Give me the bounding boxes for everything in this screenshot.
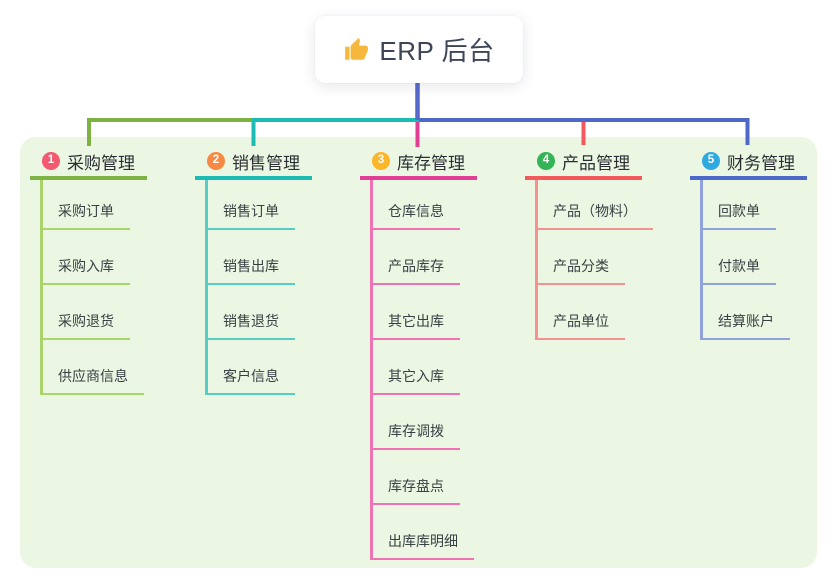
child-node-label: 采购入库 xyxy=(40,256,130,285)
child-node-label: 采购退货 xyxy=(40,311,130,340)
child-node-label: 库存盘点 xyxy=(370,476,460,505)
branch-title: 库存管理 xyxy=(397,153,465,173)
branch-number-badge: 4 xyxy=(537,152,555,170)
branch-purchase: 1 采购管理 采购订单 采购入库 采购退货 供应商信息 xyxy=(30,137,147,395)
child-node: 客户信息 xyxy=(195,340,312,395)
branch-child-rail xyxy=(370,180,373,560)
branch-number-badge: 2 xyxy=(207,152,225,170)
child-node: 库存盘点 xyxy=(360,450,477,505)
child-node: 产品单位 xyxy=(525,285,642,340)
branch-child-rail xyxy=(40,180,43,395)
branch-inventory: 3 库存管理 仓库信息 产品库存 其它出库 其它入库 库存调拨 库存盘点 出库库… xyxy=(360,137,477,560)
child-node-label: 产品（物料） xyxy=(535,201,653,230)
branch-number-badge: 3 xyxy=(372,152,390,170)
child-node-label: 产品库存 xyxy=(370,256,460,285)
child-node-label: 客户信息 xyxy=(205,366,295,395)
child-node-label: 采购订单 xyxy=(40,201,130,230)
child-node-label: 付款单 xyxy=(700,256,776,285)
child-node: 产品库存 xyxy=(360,230,477,285)
branch-child-rail xyxy=(700,180,703,340)
child-node-label: 结算账户 xyxy=(700,311,790,340)
child-node: 结算账户 xyxy=(690,285,807,340)
child-node: 产品（物料） xyxy=(525,180,653,230)
child-node-label: 产品单位 xyxy=(535,311,625,340)
branch-title: 采购管理 xyxy=(67,153,135,173)
child-node-label: 库存调拨 xyxy=(370,421,460,450)
child-node: 采购订单 xyxy=(30,180,147,230)
thumbs-up-icon xyxy=(345,37,369,60)
child-node: 销售订单 xyxy=(195,180,312,230)
child-node-label: 供应商信息 xyxy=(40,366,144,395)
branch-child-rail xyxy=(535,180,538,340)
child-node: 销售退货 xyxy=(195,285,312,340)
child-node-label: 其它出库 xyxy=(370,311,460,340)
child-node: 采购退货 xyxy=(30,285,147,340)
child-node: 其它出库 xyxy=(360,285,477,340)
child-node: 付款单 xyxy=(690,230,807,285)
branch-title: 产品管理 xyxy=(562,153,630,173)
child-node: 出库库明细 xyxy=(360,505,477,560)
child-node: 销售出库 xyxy=(195,230,312,285)
child-node-label: 回款单 xyxy=(700,201,776,230)
branch-finance: 5 财务管理 回款单 付款单 结算账户 xyxy=(690,137,807,340)
branch-number-badge: 5 xyxy=(702,152,720,170)
branch-product-title-row: 4 产品管理 xyxy=(525,137,642,180)
child-node-label: 出库库明细 xyxy=(370,531,474,560)
branch-inventory-title-row: 3 库存管理 xyxy=(360,137,477,180)
child-node: 其它入库 xyxy=(360,340,477,395)
child-node: 库存调拨 xyxy=(360,395,477,450)
branch-sales-title-row: 2 销售管理 xyxy=(195,137,312,180)
child-node-label: 仓库信息 xyxy=(370,201,460,230)
root-node-label: ERP 后台 xyxy=(379,36,495,66)
child-node-label: 销售订单 xyxy=(205,201,295,230)
branch-sales: 2 销售管理 销售订单 销售出库 销售退货 客户信息 xyxy=(195,137,312,395)
child-node: 供应商信息 xyxy=(30,340,147,395)
mindmap-root-node: ERP 后台 xyxy=(315,16,523,83)
branch-purchase-title-row: 1 采购管理 xyxy=(30,137,147,180)
branch-title: 销售管理 xyxy=(232,153,300,173)
child-node: 仓库信息 xyxy=(360,180,477,230)
branch-product: 4 产品管理 产品（物料） 产品分类 产品单位 xyxy=(525,137,653,340)
mindmap-panel: 1 采购管理 采购订单 采购入库 采购退货 供应商信息 2 销售管理 销售订单 … xyxy=(20,137,817,568)
branch-title: 财务管理 xyxy=(727,153,795,173)
child-node-label: 销售退货 xyxy=(205,311,295,340)
branch-child-rail xyxy=(205,180,208,395)
child-node-label: 销售出库 xyxy=(205,256,295,285)
branch-finance-title-row: 5 财务管理 xyxy=(690,137,807,180)
branch-number-badge: 1 xyxy=(42,152,60,170)
child-node: 回款单 xyxy=(690,180,807,230)
child-node-label: 产品分类 xyxy=(535,256,625,285)
child-node: 产品分类 xyxy=(525,230,642,285)
child-node: 采购入库 xyxy=(30,230,147,285)
child-node-label: 其它入库 xyxy=(370,366,460,395)
